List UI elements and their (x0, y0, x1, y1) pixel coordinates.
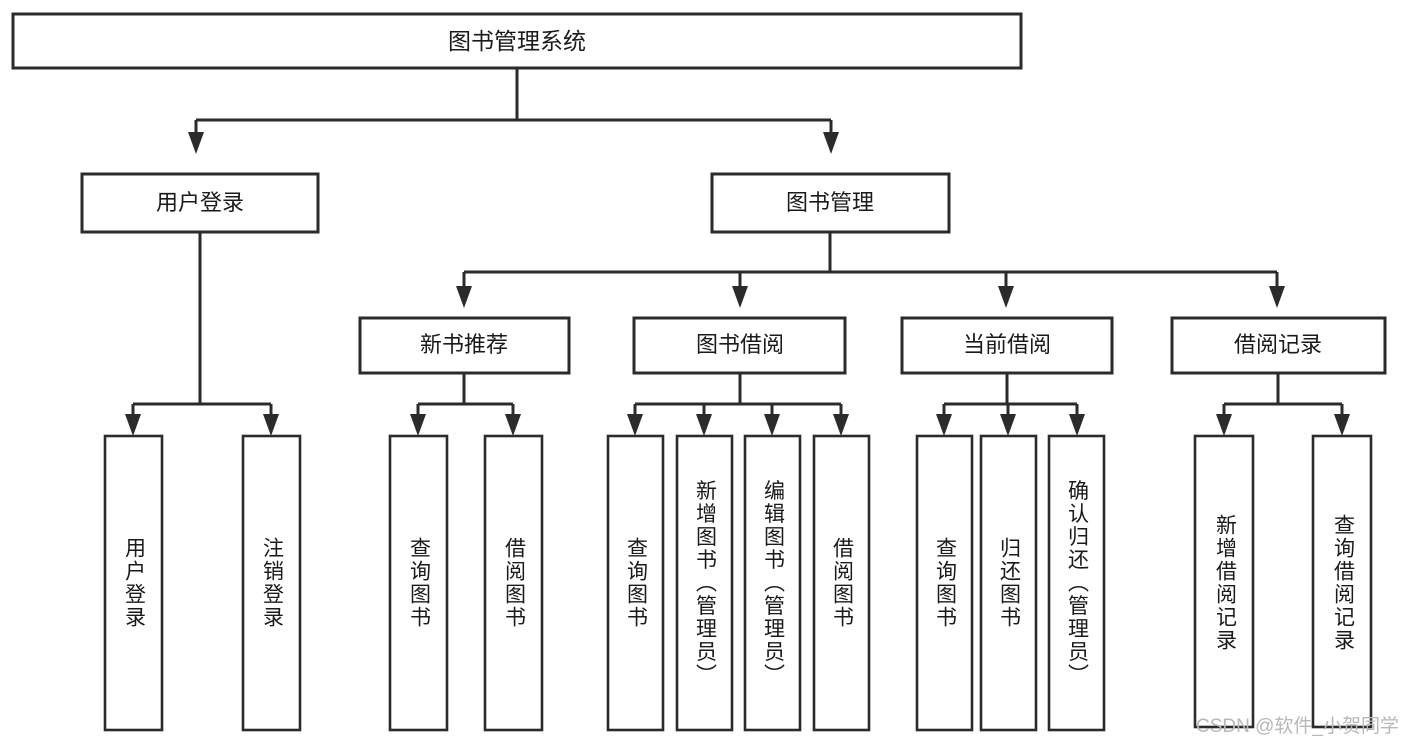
leaf-new-book-borrow-label: 借阅图书 (502, 537, 526, 629)
leaf-current-borrow-query-label: 查询图书 (933, 537, 957, 629)
node-user-login[interactable]: 用户登录 (80, 172, 320, 234)
leaf-book-borrow-borrow-label: 借阅图书 (830, 537, 854, 629)
leaf-current-borrow-query[interactable]: 查询图书 (915, 434, 974, 732)
leaf-current-borrow-return-label: 归还图书 (997, 537, 1021, 629)
leaf-new-book-query-box[interactable] (388, 434, 449, 732)
leaf-current-borrow-confirm[interactable]: 确认归还（管理员） (1047, 434, 1106, 732)
watermark-text: CSDN @软件_小贺同学 (1196, 715, 1399, 737)
node-borrow-record-label: 借阅记录 (1234, 332, 1322, 357)
leaf-new-book-query[interactable]: 查询图书 (388, 434, 449, 732)
leaf-user-login-logout[interactable]: 注销登录 (241, 434, 302, 732)
node-new-book-recommend-box[interactable] (358, 316, 571, 375)
node-borrow-record[interactable]: 借阅记录 (1170, 316, 1387, 375)
leaf-borrow-record-query-box[interactable] (1311, 434, 1373, 729)
node-root[interactable]: 图书管理系统 (11, 12, 1023, 70)
node-root-label: 图书管理系统 (448, 28, 586, 54)
leaf-book-borrow-query-label: 查询图书 (624, 537, 648, 629)
leaf-book-borrow-query-box[interactable] (606, 434, 665, 732)
leaf-current-borrow-query-box[interactable] (915, 434, 974, 732)
leaf-book-borrow-add-label: 新增图书（管理员） (693, 480, 717, 687)
node-new-book-recommend[interactable]: 新书推荐 (358, 316, 571, 375)
leaf-borrow-record-add-label: 新增借阅记录 (1213, 514, 1237, 652)
leaf-borrow-record-add-box[interactable] (1193, 434, 1255, 729)
leaf-book-borrow-edit-box[interactable] (743, 434, 802, 732)
node-user-login-box[interactable] (80, 172, 320, 234)
connector-current-borrow-to-leaves (936, 373, 1085, 436)
leaf-user-login-logout-label: 注销登录 (260, 537, 284, 629)
leaf-new-book-query-label: 查询图书 (407, 537, 431, 629)
leaf-borrow-record-query[interactable]: 查询借阅记录 (1311, 434, 1373, 729)
connector-root-to-level2 (188, 68, 839, 154)
connector-new-book-recommend-to-leaves (410, 373, 521, 436)
leaf-book-borrow-add-box[interactable] (675, 434, 734, 732)
leaf-book-borrow-edit[interactable]: 编辑图书（管理员） (743, 434, 802, 732)
leaf-current-borrow-confirm-label: 确认归还（管理员） (1065, 480, 1089, 687)
leaf-user-login-login-box[interactable] (103, 434, 164, 732)
node-root-box[interactable] (11, 12, 1023, 70)
node-current-borrow-label: 当前借阅 (963, 332, 1051, 357)
node-current-borrow[interactable]: 当前借阅 (900, 316, 1114, 375)
node-book-management[interactable]: 图书管理 (710, 172, 951, 234)
leaf-user-login-logout-box[interactable] (241, 434, 302, 732)
leaf-current-borrow-return[interactable]: 归还图书 (979, 434, 1038, 732)
node-current-borrow-box[interactable] (900, 316, 1114, 375)
node-new-book-recommend-label: 新书推荐 (420, 332, 508, 357)
leaf-book-borrow-edit-label: 编辑图书（管理员） (761, 480, 785, 687)
leaf-borrow-record-add[interactable]: 新增借阅记录 (1193, 434, 1255, 729)
leaf-user-login-login-label: 用户登录 (122, 537, 146, 629)
connector-borrow-record-to-leaves (1216, 373, 1350, 436)
leaf-user-login-login[interactable]: 用户登录 (103, 434, 164, 732)
node-book-borrow-label: 图书借阅 (696, 332, 784, 357)
connector-book-borrow-to-leaves (627, 373, 849, 436)
leaf-book-borrow-borrow-box[interactable] (812, 434, 871, 732)
connector-book-management-to-level3 (456, 232, 1285, 308)
connector-user-login-to-leaves (125, 232, 279, 436)
leaf-current-borrow-return-box[interactable] (979, 434, 1038, 732)
leaf-book-borrow-borrow[interactable]: 借阅图书 (812, 434, 871, 732)
leaf-new-book-borrow[interactable]: 借阅图书 (483, 434, 544, 732)
leaf-current-borrow-confirm-box[interactable] (1047, 434, 1106, 732)
node-book-borrow[interactable]: 图书借阅 (632, 316, 847, 375)
node-user-login-label: 用户登录 (156, 190, 244, 215)
node-book-management-label: 图书管理 (786, 190, 874, 215)
leaf-borrow-record-query-label: 查询借阅记录 (1331, 514, 1355, 652)
leaf-book-borrow-query[interactable]: 查询图书 (606, 434, 665, 732)
leaf-new-book-borrow-box[interactable] (483, 434, 544, 732)
leaf-book-borrow-add[interactable]: 新增图书（管理员） (675, 434, 734, 732)
